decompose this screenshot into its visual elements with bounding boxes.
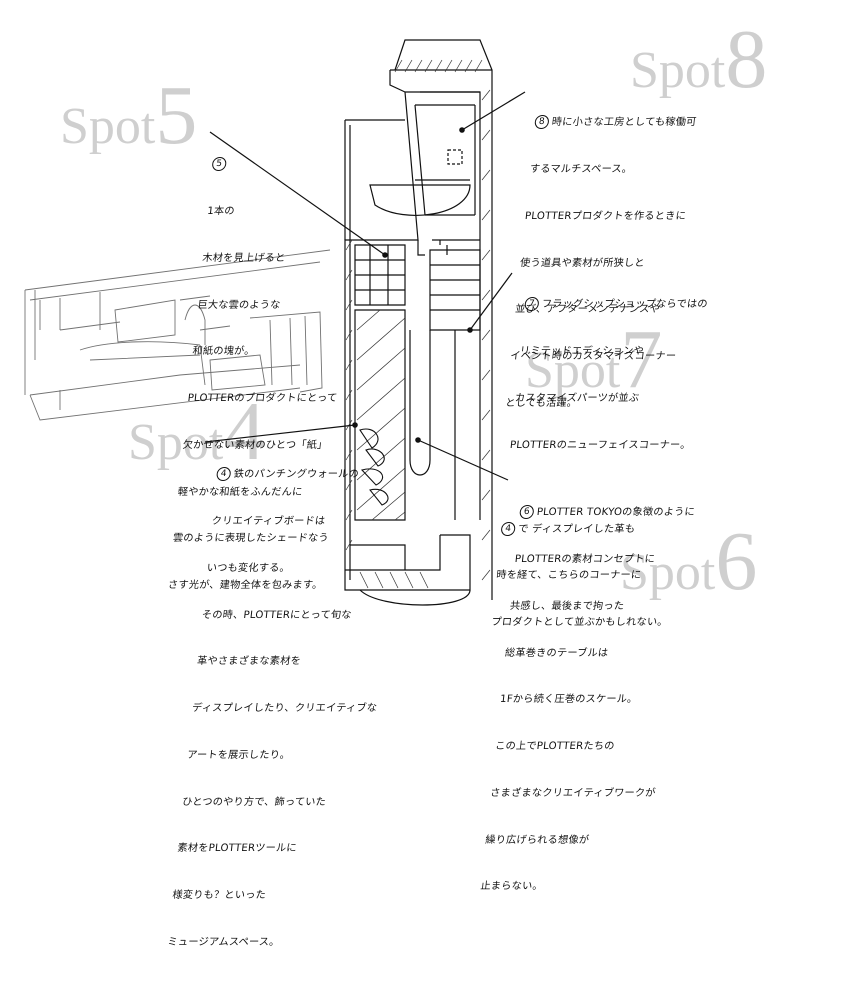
note-4-line: 革やさまざまな素材を: [196, 656, 302, 668]
note-4-line: いつも変化する。: [206, 562, 291, 574]
note-6-line: さまざまなクリエイティブワークが: [489, 787, 657, 799]
marker-6: 6: [519, 505, 535, 520]
note-6-line: 繰り広げられる想像が: [484, 834, 590, 846]
note-4-line: 様変りも？といった: [171, 890, 267, 902]
marker-4: 4: [215, 467, 232, 482]
spot-label-6: Spot6: [620, 515, 758, 608]
note-7-line: フラッグシップショップならではの: [541, 299, 709, 311]
plan-drawing: [24, 39, 526, 606]
note-5-line: 巨大な雲のような: [196, 299, 282, 311]
note-8-line: PLOTTERプロダクトを作るときに: [524, 210, 687, 222]
spot-label-4: Spot4: [128, 385, 266, 478]
note-4-line: アートを展示したり。: [186, 749, 291, 761]
note-7-line: カスタマイズパーツが並ぶ: [514, 392, 640, 404]
note-6-line: PLOTTER TOKYOの象徴のように: [536, 507, 696, 519]
note-5-line: 木材を見上げると: [201, 252, 287, 264]
note-6-line: 止まらない。: [479, 881, 544, 893]
marker-8: 8: [534, 115, 550, 130]
note-8-line: するマルチスペース。: [529, 163, 633, 175]
note-4-line: ディスプレイしたり、クリエイティブな: [191, 703, 378, 715]
note-4-line: 鉄のパンチングウォールの: [233, 469, 360, 481]
note-4-line: ミュージアムスペース。: [166, 937, 281, 948]
note-5-line: PLOTTERのプロダクトにとって: [186, 393, 338, 405]
note-6-line: 1Fから続く圧巻のスケール。: [499, 694, 638, 706]
marker-5: 5: [211, 157, 227, 172]
note-4-line: 素材をPLOTTERツールに: [176, 843, 298, 855]
spot-label-7: Spot7: [525, 313, 663, 406]
note-7-line: リミテッドエディションや: [519, 345, 645, 357]
marker-7: 7: [524, 297, 540, 312]
note-4-line: クリエイティブボードは: [211, 515, 326, 527]
marker-4-ref: 4: [500, 521, 516, 536]
spot-label-5: Spot5: [60, 69, 198, 162]
hatch-pattern: [345, 59, 491, 589]
building-outline: [344, 39, 493, 606]
display-objects: [359, 428, 389, 506]
note-4-line: ひとつのやり方で、飾っていた: [181, 796, 327, 808]
spot-label-8: Spot8: [630, 13, 768, 106]
note-6-line: 共感し、最後まで拘った: [509, 600, 625, 612]
note-6-line: この上でPLOTTERたちの: [494, 741, 616, 753]
note-5-line: 1本の: [206, 205, 236, 217]
note-8-line: 時に小さな工房としても稼働可: [551, 117, 697, 129]
note-7-line: PLOTTERのニューフェイスコーナー。: [509, 439, 692, 451]
note-5-line: 和紙の塊が。: [191, 346, 256, 358]
perspective-sketch: [24, 249, 331, 421]
note-6-line: 総革巻きのテーブルは: [504, 647, 609, 659]
leader-lines: [204, 91, 526, 481]
note-6-line: PLOTTERの素材コンセプトに: [514, 553, 656, 565]
note-4-line: その時、PLOTTERにとって旬な: [201, 609, 353, 621]
floor-plan-sketch: Spot5 Spot8 Spot7 Spot4 Spot6: [24, 13, 768, 948]
